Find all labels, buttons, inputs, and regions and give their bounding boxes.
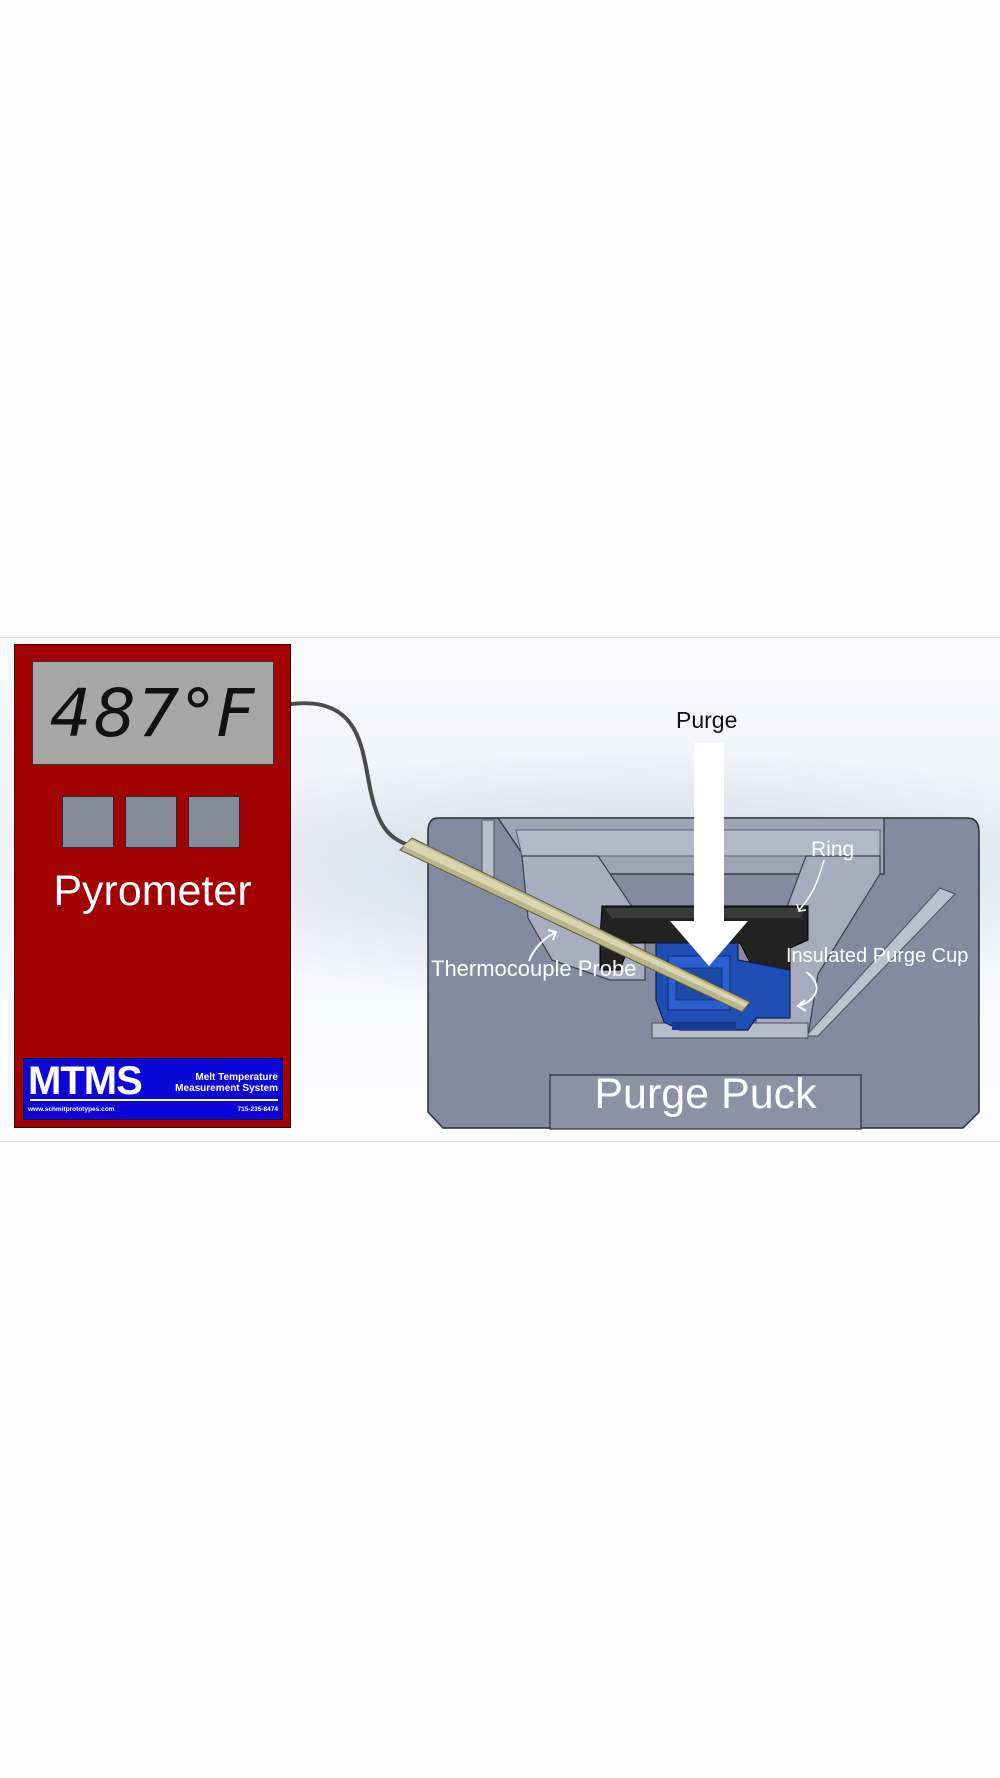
pyrometer-button-1[interactable]	[62, 796, 114, 848]
pyrometer-label: Pyrometer	[53, 867, 252, 915]
cup-foot	[672, 1022, 736, 1030]
logo-subtitle: Melt Temperature Measurement System	[175, 1072, 278, 1094]
pyrometer-button-3[interactable]	[188, 796, 240, 848]
ring-label: Ring	[811, 838, 855, 861]
purge-puck-plate	[549, 1074, 862, 1130]
purge-puck-label: Purge Puck	[594, 1070, 817, 1118]
logo-subtitle-line-1: Melt Temperature	[195, 1072, 278, 1083]
diagram-drawing	[289, 701, 980, 1130]
mtms-logo: MTMS Melt Temperature Measurement System…	[23, 1058, 283, 1120]
logo-subtitle-line-2: Measurement System	[175, 1083, 278, 1094]
cup-curved-arrow-icon	[796, 971, 818, 1012]
thermocouple-probe-label: Thermocouple Probe	[431, 956, 637, 981]
pyrometer-device: 487°F Pyrometer MTMS Melt Temperature Me…	[14, 644, 291, 1128]
ring-leader-line	[798, 859, 825, 911]
insulated-purge-cup-label: Insulated Purge Cup	[786, 945, 969, 967]
purge-arrow-icon	[670, 743, 748, 966]
temperature-reading: 487°F	[49, 674, 257, 752]
ring-leader-tick	[796, 903, 807, 912]
logo-mark: MTMS	[28, 1059, 143, 1103]
diagram-scene: 487°F Pyrometer MTMS Melt Temperature Me…	[0, 637, 1000, 1142]
logo-divider	[30, 1099, 278, 1101]
logo-phone: 715-235-8474	[237, 1106, 278, 1113]
thermocouple-probe	[399, 837, 751, 1013]
thermocouple-cable	[289, 701, 410, 847]
curved-arrow-icon	[528, 929, 558, 962]
temperature-display: 487°F	[32, 661, 274, 765]
purge-label: Purge	[676, 707, 738, 733]
puck-right-ramp	[804, 887, 956, 1037]
pyrometer-button-2[interactable]	[125, 796, 177, 848]
logo-url: www.schmitprototypes.com	[28, 1106, 115, 1113]
